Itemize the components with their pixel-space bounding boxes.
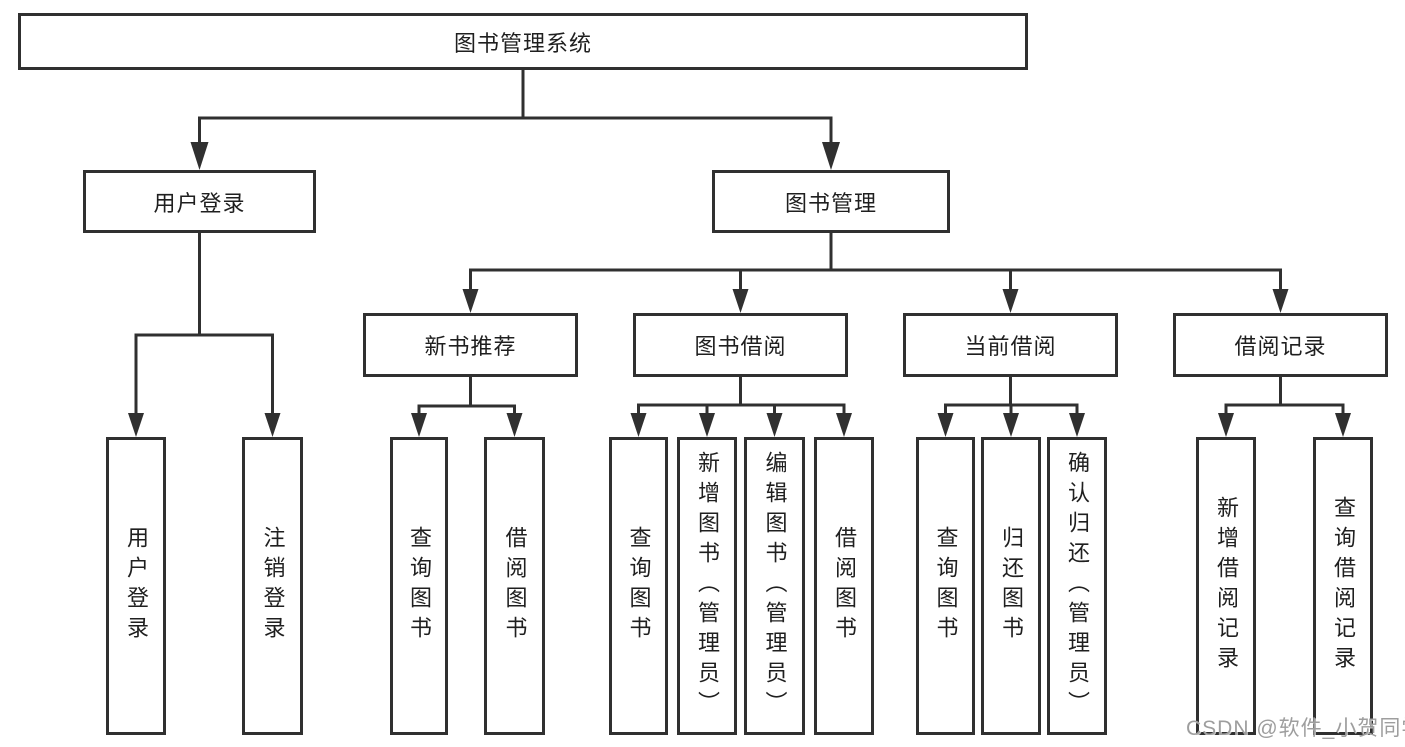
leaf-logout: 注销登录	[242, 437, 303, 735]
node-new-book-recommendation: 新书推荐	[363, 313, 578, 377]
leaf-borrow-books-recommend: 借阅图书	[484, 437, 545, 735]
leaf-add-borrow-record: 新增借阅记录	[1196, 437, 1256, 735]
arrow-down-icon	[1272, 289, 1289, 313]
arrow-down-icon	[411, 413, 427, 437]
arrow-down-icon	[1335, 413, 1351, 437]
arrow-down-icon	[699, 413, 715, 437]
leaf-edit-books-admin: 编辑图书（管理员）	[744, 437, 805, 735]
arrow-down-icon	[766, 413, 783, 437]
node-book-borrowing: 图书借阅	[633, 313, 848, 377]
watermark-text: CSDN @软件_小贺同学	[1186, 717, 1405, 740]
node-user-login: 用户登录	[83, 170, 316, 233]
leaf-query-books-borrow: 查询图书	[609, 437, 668, 735]
arrow-down-icon	[462, 289, 479, 313]
arrow-down-icon	[937, 413, 954, 437]
arrow-down-icon	[836, 413, 852, 437]
node-borrowing-records: 借阅记录	[1173, 313, 1388, 377]
leaf-query-books-current: 查询图书	[916, 437, 975, 735]
arrow-down-icon	[128, 413, 144, 437]
arrow-down-icon	[1069, 413, 1085, 437]
arrowheads	[128, 142, 1351, 437]
arrow-down-icon	[506, 413, 523, 437]
arrow-down-icon	[1003, 413, 1019, 437]
leaf-return-books: 归还图书	[981, 437, 1041, 735]
arrow-down-icon	[1002, 289, 1019, 313]
leaf-query-books-recommend: 查询图书	[390, 437, 448, 735]
arrow-down-icon	[190, 142, 209, 170]
connector-path	[134, 68, 1345, 417]
arrow-down-icon	[822, 142, 840, 170]
leaf-user-login: 用户登录	[106, 437, 166, 735]
arrow-down-icon	[1218, 413, 1234, 437]
leaf-query-borrow-record: 查询借阅记录	[1313, 437, 1373, 735]
leaf-borrow-books: 借阅图书	[814, 437, 874, 735]
leaf-confirm-return-admin: 确认归还（管理员）	[1047, 437, 1107, 735]
node-library-management-system: 图书管理系统	[18, 13, 1028, 70]
node-current-borrowing: 当前借阅	[903, 313, 1118, 377]
node-book-management: 图书管理	[712, 170, 950, 233]
arrow-down-icon	[732, 289, 749, 313]
arrow-down-icon	[264, 413, 281, 437]
leaf-add-books-admin: 新增图书（管理员）	[677, 437, 737, 735]
arrow-down-icon	[630, 413, 647, 437]
